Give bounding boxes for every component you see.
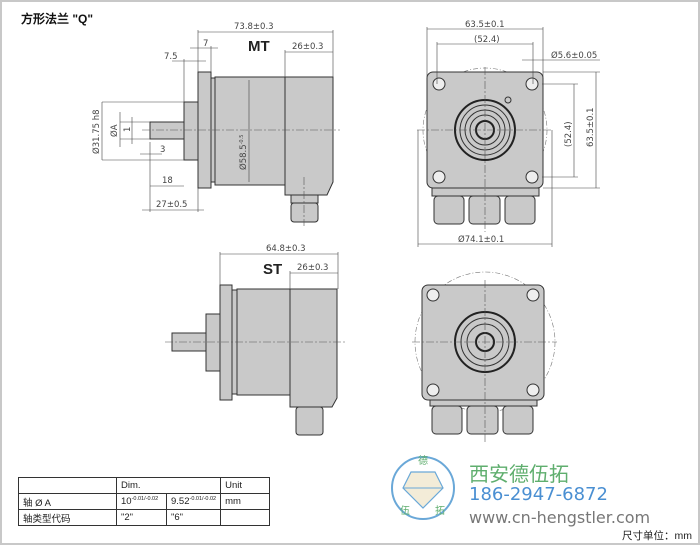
mt-boss-dia-dim: Ø31.75 h8 [91,109,102,154]
st-overall-dim: 64.8±0.3 [266,244,306,254]
svg-text:拓: 拓 [435,505,445,517]
svg-text:德: 德 [418,454,428,467]
mt-overall-dim: 73.8±0.3 [234,22,274,32]
mt-flange-dim: 7 [203,39,208,49]
mt-shaft [149,121,185,140]
mounting-holes [432,77,539,184]
mt-body [214,76,286,186]
cell-value: 10-0.01/-0.02 [116,493,167,510]
st-flange [219,284,233,401]
cable-glands [433,195,536,225]
st-cable-gland [295,406,324,436]
st-rear-dim: 26±0.3 [297,263,328,273]
st-side-view: 64.8±0.3 ST 26±0.3 [165,244,347,436]
row-label: 轴 Ø A [18,493,117,510]
svg-text:伍: 伍 [400,505,410,517]
st-label: ST [263,261,282,278]
row-label: 轴类型代码 [18,509,117,526]
front-hole-spacing-h-dim: (52.4) [474,35,500,45]
unit-header: Unit [220,477,271,494]
brand-phone: 186-2947-6872 [469,484,608,505]
mt-front-view: 63.5±0.1 (52.4) Ø5.6±0.05 (52.4) 63.5±0.… [417,20,600,247]
front-height-dim: 63.5±0.1 [586,107,596,147]
cell-value: 9.52-0.01/-0.02 [165,493,222,510]
mt-rear-dim: 26±0.3 [292,42,323,52]
st-rear-housing [289,288,338,408]
mt-body-dia-dim: Ø58.5-0.5 [238,135,249,170]
unit-note: 尺寸单位：mm [622,530,692,542]
table-header-row: Dim. Unit [18,477,271,494]
mt-boss [183,101,199,161]
front-width-dim: 63.5±0.1 [465,20,505,30]
front-hole-spacing-v-dim: (52.4) [564,121,574,147]
cell-value: "2" [116,509,167,526]
mt-side-view: 73.8±0.3 MT 26±0.3 7 7.5 Ø31.75 h8 ØA 1 … [91,22,340,226]
mt-cable-gland [290,202,319,223]
cell-unit: mm [220,493,271,510]
mt-flat-dim: 1 [123,127,133,132]
mt-flat-len-dim: 3 [160,145,165,155]
mt-shaft-total-dim: 27±0.5 [156,200,187,210]
mt-shaft-dia-dim: ØA [109,124,120,137]
page-title: 方形法兰 "Q" [21,12,94,26]
dim-header: Dim. [115,477,222,494]
mt-rear-housing [284,76,334,196]
st-front-view [412,271,557,442]
table-row: 轴类型代码 "2" "6" [18,509,271,526]
cell-value: "6" [165,509,222,526]
cell-unit [220,509,271,526]
shaft-dimension-table: Dim. Unit 轴 Ø A 10-0.01/-0.02 9.52-0.01/… [18,477,271,526]
mt-label: MT [248,38,270,55]
brand-logo: 德 伍 拓 [391,454,455,520]
mt-boss-dim: 7.5 [164,52,178,62]
table-row: 轴 Ø A 10-0.01/-0.02 9.52-0.01/-0.02 mm [18,493,271,510]
st-boss [205,313,221,372]
hole-dia-dim: Ø5.6±0.05 [551,50,597,61]
brand-url[interactable]: www.cn-hengstler.com [469,508,651,527]
brand-name: 西安德伍拓 [469,462,569,486]
mt-shaft-len-dim: 18 [162,176,173,186]
front-outer-dia-dim: Ø74.1±0.1 [458,234,504,245]
